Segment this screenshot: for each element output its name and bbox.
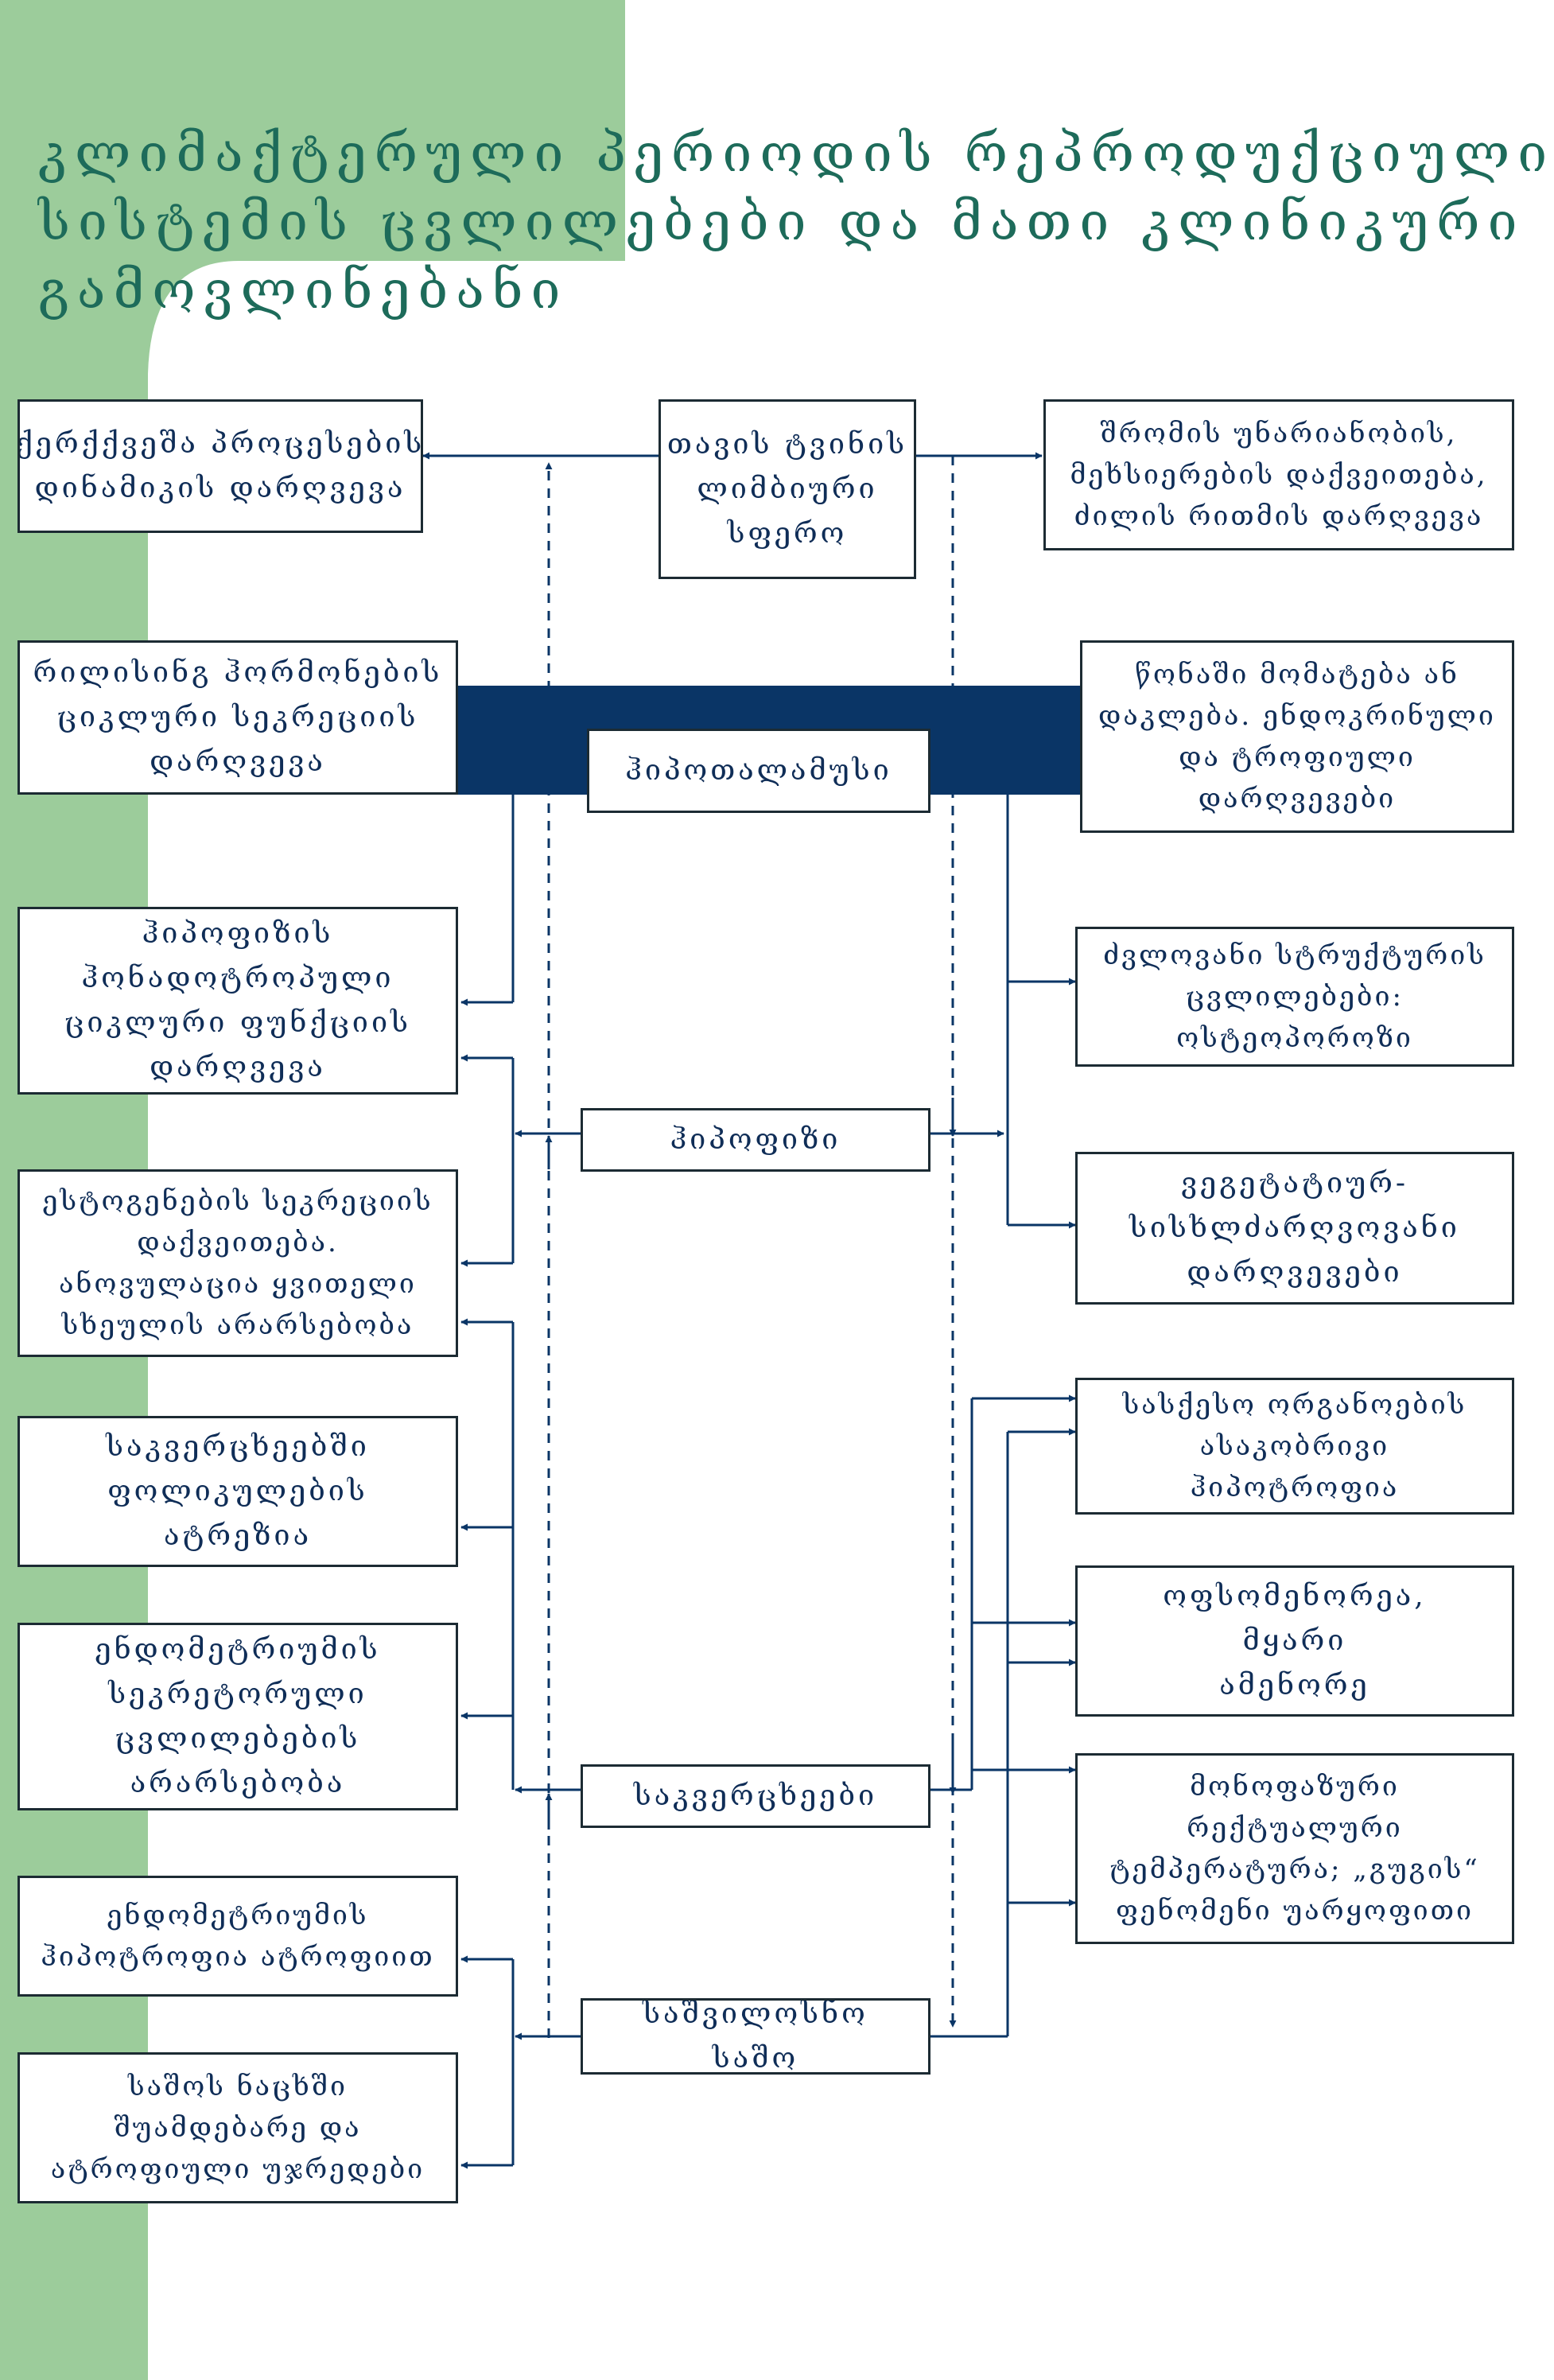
follicle-atresia-box: საკვერცხეებში ფოლიკულების ატრეზია	[17, 1416, 458, 1567]
box-line: მყარი	[1242, 1624, 1347, 1657]
hypothalamus-box: ჰიპოთალამუსი	[587, 729, 930, 813]
box-line: საკვერცხეები	[633, 1779, 878, 1812]
box-line: არარსებობა	[130, 1767, 346, 1799]
box-line: ატროფიული უჯრედები	[50, 2153, 425, 2185]
page-title: კლიმაქტერული პერიოდის რეპროდუქციული სისტ…	[38, 119, 1554, 325]
box-line: ამენორე	[1219, 1669, 1370, 1701]
box-line: ციკლური ფუნქციის	[64, 1006, 411, 1039]
box-line: მონოფაზური	[1190, 1771, 1400, 1802]
box-line: დაქვეითება.	[137, 1227, 339, 1258]
box-line: ციკლური სეკრეციის	[56, 701, 419, 733]
osteoporosis-box: ძვლოვანი სტრუქტურის ცვლილებები: ოსტეოპორ…	[1075, 927, 1514, 1067]
releasing-hormones-box: რილისინგ ჰორმონების ციკლური სეკრეციის და…	[17, 640, 458, 795]
limbic-system-box: თავის ტვინის ლიმბიური სფერო	[659, 399, 916, 579]
title-line: გამოვლინებანი	[38, 259, 569, 321]
box-line: რექტუალური	[1187, 1812, 1403, 1844]
box-line: ჰონადოტროპული	[81, 962, 394, 994]
box-line: დარღვევები	[1187, 1256, 1403, 1289]
box-line: დინამიკის დარღვევა	[34, 472, 406, 504]
box-line: ესტოგენების სეკრეციის	[42, 1185, 433, 1217]
box-line: ქერქქვეშა პროცესების	[17, 427, 423, 460]
box-line: ჰიპოფიზის	[142, 917, 334, 950]
box-line: წონაში მომატება ან	[1135, 659, 1459, 690]
box-line: სასქესო ორგანოების	[1122, 1389, 1467, 1421]
box-line: ტემპერატურა; „გუგის“	[1109, 1853, 1480, 1885]
box-line: ასაკობრივი	[1199, 1430, 1390, 1462]
box-line: სფერო	[727, 517, 848, 550]
box-line: რილისინგ ჰორმონების	[33, 656, 443, 689]
vagina-box: საშვილოსნო საშო	[581, 1998, 930, 2075]
rectal-temperature-box: მონოფაზური რექტუალური ტემპერატურა; „გუგი…	[1075, 1753, 1514, 1944]
box-line: და ტროფიული	[1179, 741, 1416, 773]
endometrium-hypotrophy-box: ენდომეტრიუმის ჰიპოტროფია ატროფიით	[17, 1876, 458, 1997]
box-line: ცვლილებების	[115, 1722, 361, 1755]
box-line: შრომის უნარიანობის,	[1100, 418, 1458, 449]
box-line: დარღვევა	[150, 745, 326, 778]
weight-endocrine-box: წონაში მომატება ან დაკლება. ენდოკრინული …	[1080, 640, 1514, 833]
box-line: სეკრეტორული	[108, 1678, 367, 1710]
box-line: საკვერცხეებში	[106, 1430, 370, 1463]
box-line: ოსტეოპოროზი	[1176, 1022, 1413, 1054]
box-line: ჰიპოფიზი	[670, 1123, 841, 1156]
box-line: ანოვულაცია ყვითელი	[59, 1268, 417, 1300]
box-line: დაკლება. ენდოკრინული	[1098, 700, 1496, 732]
estrogen-secretion-box: ესტოგენების სეკრეციის დაქვეითება. ანოვულ…	[17, 1169, 458, 1357]
genital-hypotrophy-box: სასქესო ორგანოების ასაკობრივი ჰიპოტროფია	[1075, 1378, 1514, 1515]
box-line: ძვლოვანი სტრუქტურის	[1103, 939, 1486, 971]
box-line: თავის ტვინის	[666, 428, 908, 461]
box-line: საშვილოსნო საშო	[643, 1998, 868, 2075]
vegetative-vascular-box: ვეგეტატიურ- სისხლძარღვოვანი დარღვევები	[1075, 1152, 1514, 1305]
title-line: სისტემის ცვლილებები და მათი კლინიკური	[38, 191, 1525, 252]
box-line: სხეულის არარსებობა	[61, 1309, 414, 1341]
work-memory-sleep-box: შრომის უნარიანობის, მეხსიერების დაქვეითე…	[1043, 399, 1514, 550]
oligomenorrhea-box: ოფსომენორეა, მყარი ამენორე	[1075, 1565, 1514, 1717]
vaginal-smear-box: საშოს ნაცხში შუამდებარე და ატროფიული უჯრ…	[17, 2052, 458, 2203]
gonadotropic-function-box: ჰიპოფიზის ჰონადოტროპული ციკლური ფუნქციის…	[17, 907, 458, 1095]
box-line: ლიმბიური	[697, 472, 878, 505]
endometrium-secretory-box: ენდომეტრიუმის სეკრეტორული ცვლილებების არ…	[17, 1623, 458, 1810]
box-line: ფენომენი უარყოფითი	[1115, 1895, 1474, 1927]
box-line: ჰიპოთალამუსი	[625, 754, 892, 787]
cortex-dynamics-box: ქერქქვეშა პროცესების დინამიკის დარღვევა	[17, 399, 423, 533]
box-line: ენდომეტრიუმის	[95, 1633, 381, 1666]
box-line: შუამდებარე და	[114, 2112, 362, 2144]
title-line: კლიმაქტერული პერიოდის რეპროდუქციული	[38, 122, 1554, 184]
box-line: დარღვევები	[1198, 783, 1397, 815]
box-line: ვეგეტატიურ-	[1180, 1167, 1409, 1200]
box-line: ძილის რითმის დარღვევა	[1074, 500, 1484, 532]
box-line: ენდომეტრიუმის	[107, 1900, 369, 1931]
box-line: ცვლილებები:	[1186, 981, 1404, 1013]
box-line: სისხლძარღვოვანი	[1129, 1211, 1460, 1244]
box-line: ოფსომენორეა,	[1163, 1580, 1427, 1612]
box-line: მეხსიერების დაქვეითება,	[1070, 459, 1488, 491]
box-line: საშოს ნაცხში	[128, 2071, 348, 2102]
box-line: ჰიპოტროფია ატროფიით	[41, 1941, 435, 1973]
ovaries-box: საკვერცხეები	[581, 1764, 930, 1828]
box-line: ატრეზია	[163, 1519, 313, 1552]
box-line: დარღვევა	[150, 1051, 326, 1083]
pituitary-box: ჰიპოფიზი	[581, 1108, 930, 1172]
box-line: ჰიპოტროფია	[1190, 1472, 1400, 1503]
box-line: ფოლიკულების	[107, 1475, 368, 1507]
